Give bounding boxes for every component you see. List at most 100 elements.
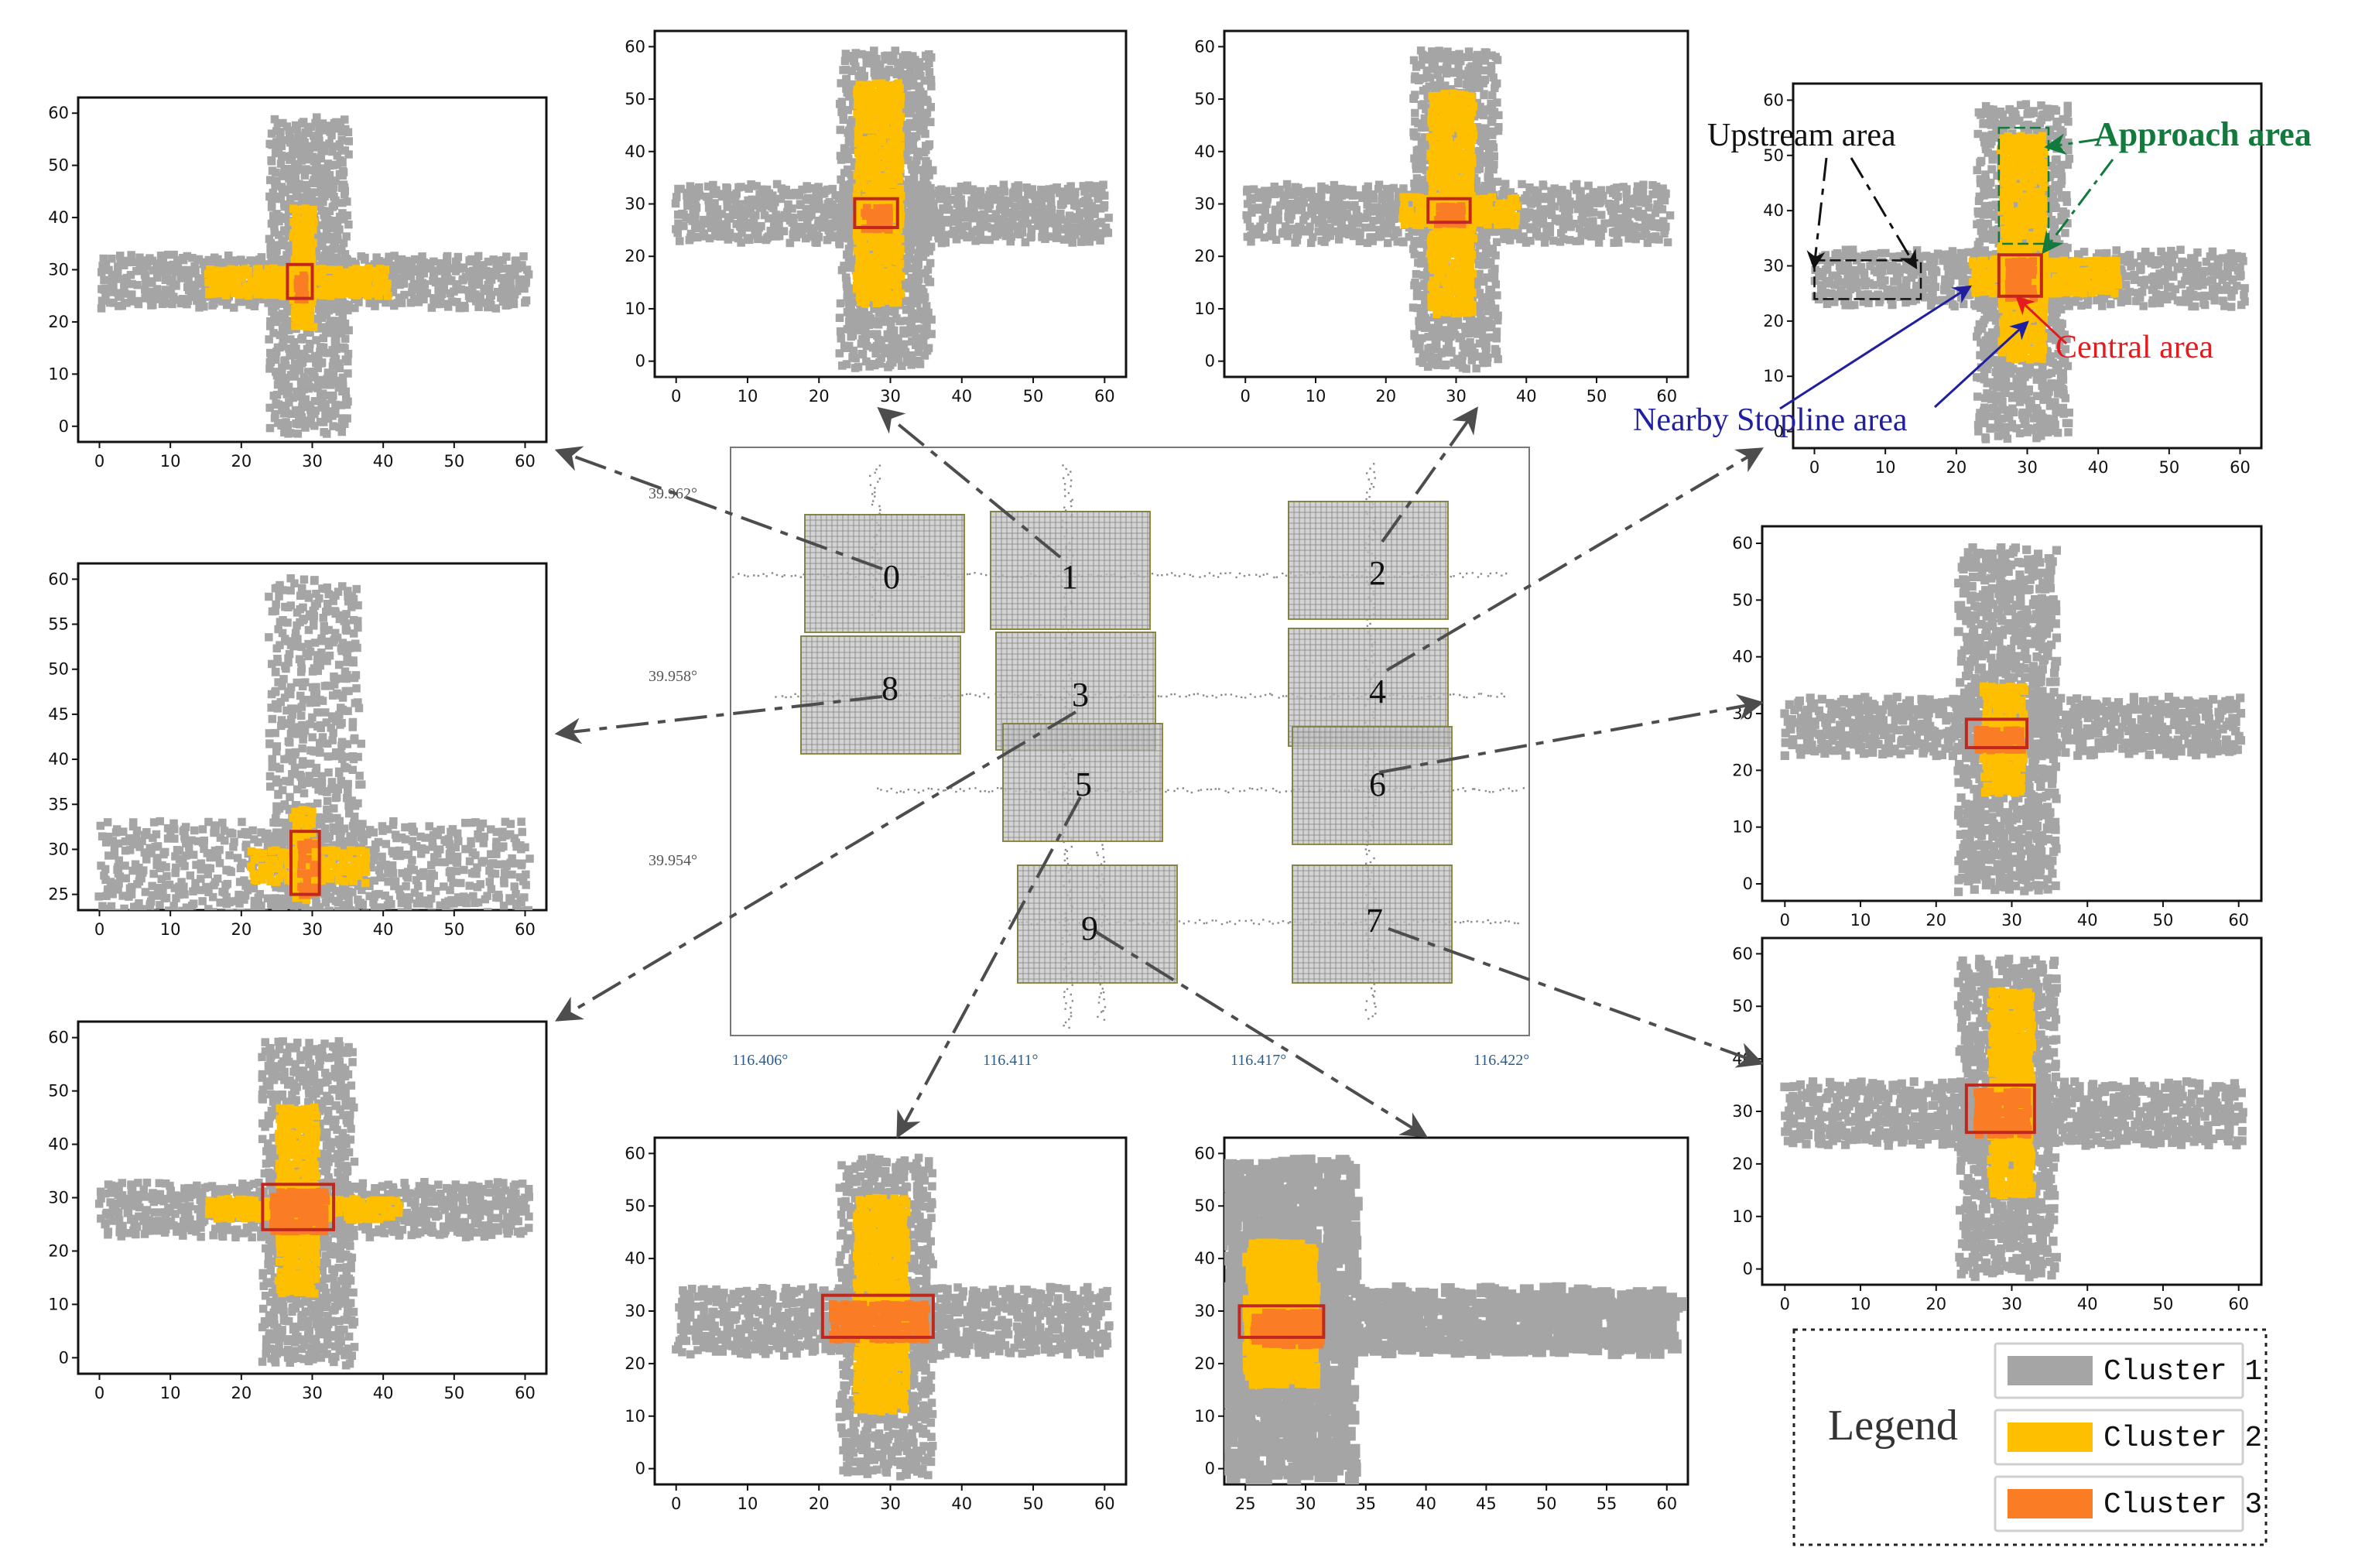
x-tick-label: 50: [2153, 911, 2174, 930]
y-tick-label: 50: [1194, 90, 1215, 108]
map-region-label-6: 6: [1369, 765, 1386, 803]
map-x-tick: 116.417°: [1231, 1052, 1286, 1069]
map-x-ticks: 116.406° 116.411° 116.417° 116.422°: [732, 1052, 1529, 1069]
x-tick-label: 20: [231, 920, 252, 939]
y-tick-label: 10: [625, 1407, 645, 1426]
upstream-arrow-right: [1850, 157, 1918, 270]
x-tick-label: 20: [1946, 458, 1966, 477]
x-tick-label: 10: [738, 1494, 758, 1513]
x-tick-label: 50: [443, 1384, 464, 1402]
grid-region-mesh: [990, 511, 1150, 629]
grid-region-mesh: [800, 635, 960, 754]
grid-region-fill: [1292, 864, 1453, 984]
x-tick-label: 0: [1780, 911, 1790, 930]
x-tick-label: 10: [160, 452, 181, 471]
y-tick-label: 30: [1763, 257, 1784, 276]
y-tick-label: 30: [1732, 1102, 1753, 1121]
upstream-arrow-left: [1806, 157, 1828, 270]
panel-plot: [1780, 543, 2246, 896]
y-tick-label: 0: [1205, 352, 1215, 371]
map-x-tick: 116.406°: [732, 1052, 788, 1069]
cluster-3-points: [269, 1187, 330, 1236]
y-tick-label: 40: [1194, 142, 1215, 161]
y-tick-label: 30: [625, 195, 645, 214]
panel-plot: [94, 574, 534, 910]
x-tick-label: 50: [2153, 1295, 2174, 1313]
x-tick-label: 30: [1446, 387, 1467, 406]
y-tick-label: 50: [625, 90, 645, 108]
cluster-3-points: [861, 204, 893, 234]
y-tick-label: 50: [1763, 146, 1784, 165]
panel-plot: [1242, 46, 1675, 373]
y-tick-label: 10: [1763, 367, 1784, 385]
y-tick-label: 60: [48, 570, 69, 588]
y-tick-label: 20: [1763, 312, 1784, 330]
y-tick-label: 20: [1194, 1354, 1215, 1373]
x-tick-label: 30: [2017, 458, 2038, 477]
grid-region-9: [1017, 864, 1178, 984]
y-tick-label: 40: [48, 750, 69, 769]
x-tick-label: 60: [2228, 1295, 2249, 1313]
x-tick-label: 40: [2077, 1295, 2098, 1313]
x-tick-label: 60: [2230, 458, 2251, 477]
cluster-3-points: [1973, 726, 2026, 755]
y-tick-label: 60: [625, 1144, 645, 1162]
x-tick-label: 30: [880, 387, 901, 406]
x-tick-label: 40: [951, 1494, 972, 1513]
map-region-label-5: 5: [1075, 765, 1092, 803]
y-tick-label: 40: [48, 1135, 69, 1154]
y-tick-label: 40: [1732, 648, 1753, 666]
map-region-label-2: 2: [1369, 554, 1386, 592]
y-tick-label: 40: [1194, 1249, 1215, 1268]
y-tick-label: 25: [48, 885, 69, 904]
map-y-tick: 39.954°: [649, 852, 697, 869]
y-tick-label: 10: [1194, 300, 1215, 318]
x-tick-label: 10: [1306, 387, 1326, 406]
road-trace: [869, 464, 882, 620]
connector-arrows: [554, 406, 1765, 1138]
x-tick-label: 50: [1587, 387, 1607, 406]
cluster-3-points: [2004, 257, 2038, 303]
x-tick-label: 35: [1355, 1494, 1376, 1513]
x-tick-label: 10: [160, 1384, 181, 1402]
x-tick-label: 55: [1597, 1494, 1617, 1513]
stopline-arrow-right: [1933, 320, 2029, 409]
x-tick-label: 45: [1476, 1494, 1497, 1513]
arrow-2: [1381, 406, 1478, 543]
grid-region-5: [1002, 723, 1163, 842]
x-tick-label: 25: [1235, 1494, 1256, 1513]
y-tick-label: 40: [625, 142, 645, 161]
road-trace: [877, 787, 1525, 794]
x-tick-label: 0: [1780, 1295, 1790, 1313]
approach-area-label: Approach area: [2094, 115, 2312, 153]
map-region-label-0: 0: [883, 558, 900, 596]
x-tick-label: 20: [231, 452, 252, 471]
central-area-box: [289, 830, 321, 896]
panel-plot: [97, 113, 533, 438]
map-x-tick: 116.411°: [983, 1052, 1039, 1069]
grid-region-fill: [1292, 726, 1453, 845]
x-tick-label: 20: [809, 1494, 830, 1513]
x-tick-label: 30: [302, 1384, 323, 1402]
x-tick-label: 50: [1536, 1494, 1557, 1513]
central-area-box: [853, 197, 899, 229]
y-tick-label: 20: [48, 313, 69, 331]
x-tick-label: 20: [1925, 911, 1946, 930]
x-tick-label: 50: [443, 452, 464, 471]
grid-region-mesh: [1288, 628, 1448, 746]
x-tick-label: 10: [1875, 458, 1896, 477]
x-tick-label: 30: [880, 1494, 901, 1513]
y-tick-label: 0: [1743, 875, 1753, 893]
map-region-label-4: 4: [1369, 673, 1386, 710]
y-tick-label: 20: [1194, 247, 1215, 265]
grid-region-mesh: [804, 514, 964, 632]
x-tick-label: 50: [1023, 387, 1044, 406]
